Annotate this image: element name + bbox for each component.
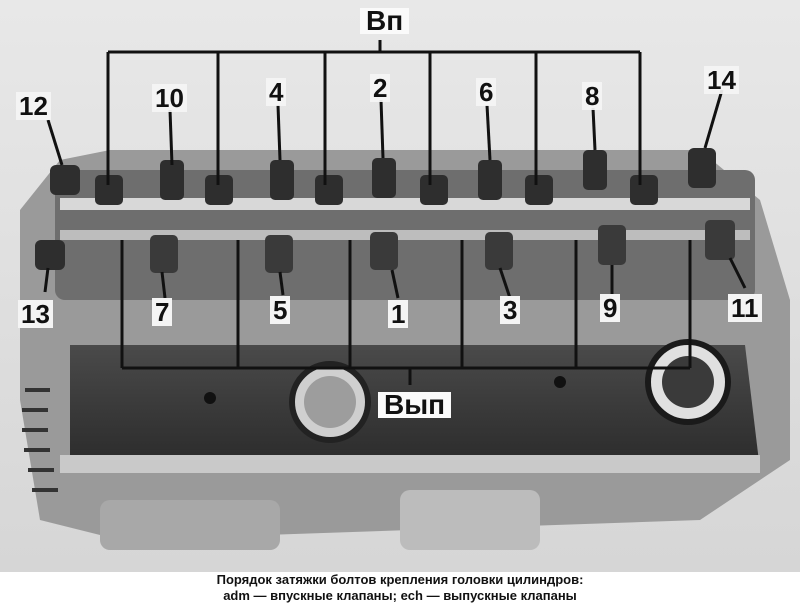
bolt-label-11: 11 xyxy=(728,294,762,322)
bolt-label-10: 10 xyxy=(152,84,187,112)
intake-bracket xyxy=(106,40,642,185)
caption-line-1: Порядок затяжки болтов крепления головки… xyxy=(216,572,584,587)
bolt-label-8: 8 xyxy=(582,82,603,110)
intake-label: Вп xyxy=(360,7,410,35)
timing-gear xyxy=(22,388,58,492)
bolt-label-12: 12 xyxy=(16,92,51,120)
bolt-label-7: 7 xyxy=(152,298,173,326)
bolt-label-2: 2 xyxy=(370,74,391,102)
figure-caption: Порядок затяжки болтов крепления головки… xyxy=(0,572,800,614)
caption-line-2: adm — впускные клапаны; ech — выпускные … xyxy=(223,588,577,603)
bolt-label-6: 6 xyxy=(476,78,497,106)
valve-springs xyxy=(35,148,716,270)
bolt-label-1: 1 xyxy=(388,300,409,328)
exhaust-label: Вып xyxy=(378,391,452,419)
bolt-label-4: 4 xyxy=(266,78,287,106)
cylinder-head-photo xyxy=(0,0,800,572)
bolt-label-14: 14 xyxy=(704,66,739,94)
bolt-label-5: 5 xyxy=(270,296,291,324)
bolt-label-3: 3 xyxy=(500,296,521,324)
exhaust-bracket xyxy=(120,240,692,385)
bolt-label-13: 13 xyxy=(18,300,53,328)
bolt-label-9: 9 xyxy=(600,294,621,322)
lower-springs xyxy=(150,220,735,273)
